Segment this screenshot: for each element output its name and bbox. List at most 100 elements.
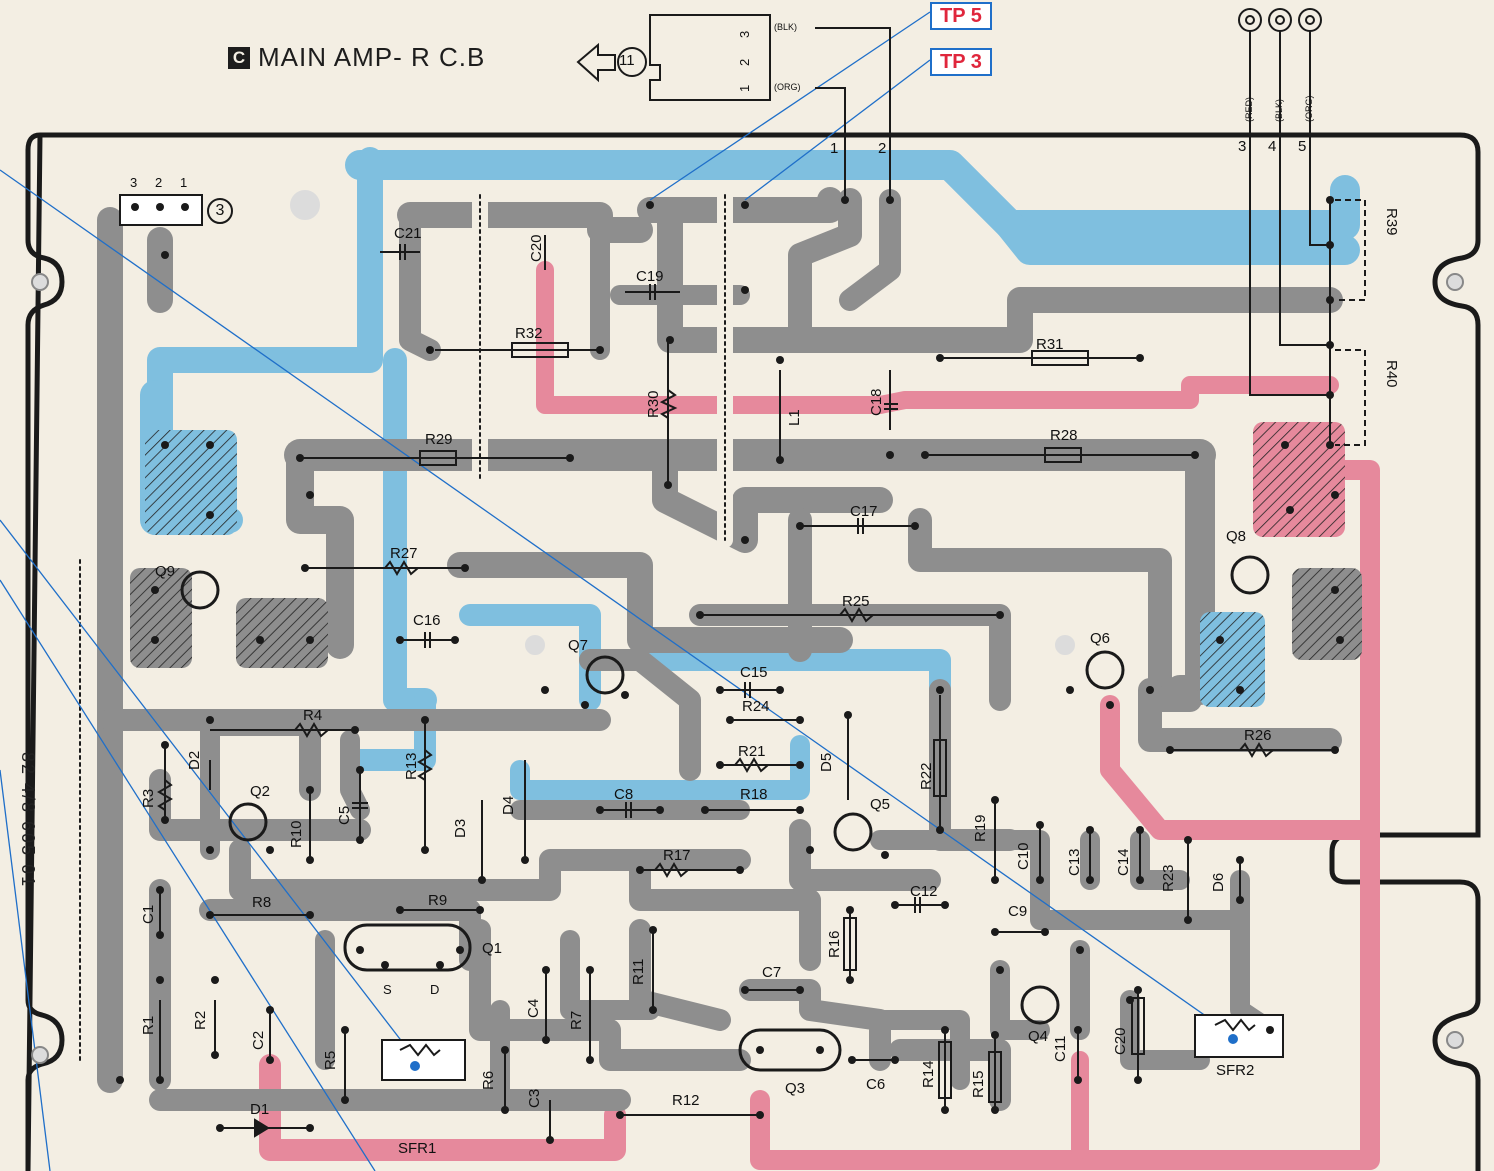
label-r12: R12 [672,1092,700,1109]
label-r16: R16 [826,930,843,958]
label-c12: C12 [910,883,938,900]
title-text: MAIN AMP- R C.B [258,42,486,72]
label-q9: Q9 [155,563,176,580]
title-badge: C [228,46,250,69]
board-title: C MAIN AMP- R C.B [228,42,485,73]
board-pin-5: 5 [1298,138,1307,155]
label-q3: Q3 [785,1080,806,1097]
label-r9: R9 [428,892,448,909]
wire-label-blk-top: (BLK) [774,22,798,32]
label-q7: Q7 [568,637,589,654]
conn3-pin-2: 2 [155,175,163,190]
label-r39: R39 [1383,208,1400,236]
label-d3: D3 [452,818,469,838]
label-r25: R25 [842,593,870,610]
label-r21: R21 [738,743,766,760]
label-r22: R22 [918,762,935,790]
blue-guide-lines [0,11,1241,1171]
label-c20-top: C20 [528,234,545,262]
label-r32: R32 [515,325,543,342]
label-r29: R29 [425,431,453,448]
label-d1: D1 [250,1101,270,1118]
label-d2: D2 [186,750,203,770]
right-lugs [1238,8,1366,446]
label-d4: D4 [500,795,517,815]
label-source: S [383,982,392,997]
plug-pin-1: 1 [737,84,752,92]
label-r7: R7 [568,1010,585,1030]
label-q6: Q6 [1090,630,1111,647]
label-r27: R27 [390,545,418,562]
label-q5: Q5 [870,796,891,813]
label-r10: R10 [288,820,305,848]
label-r23: R23 [1160,864,1177,892]
test-point-tp5: TP 5 [930,2,992,30]
label-l1: L1 [786,409,803,426]
label-sfr1: SFR1 [398,1140,437,1157]
label-r13: R13 [403,752,420,780]
label-r40: R40 [1383,360,1400,388]
label-r18: R18 [740,786,768,803]
plug-pin-2: 2 [737,58,752,66]
board-pin-4: 4 [1268,138,1277,155]
mounting-holes [290,190,1075,655]
label-c21: C21 [394,225,422,242]
label-r31: R31 [1036,336,1064,353]
connector-ref-label: 11 [619,52,635,69]
label-c16: C16 [413,612,441,629]
solder-pads [116,196,1344,1144]
wire-label-red: (RED) [1244,97,1254,122]
label-c8: C8 [614,786,634,803]
label-d6: D6 [1210,872,1227,892]
label-r19: R19 [972,814,989,842]
board-pin-1: 1 [830,140,839,157]
test-point-tp3: TP 3 [930,48,992,76]
label-c20-bottom: C20 [1112,1027,1129,1055]
label-r30: R30 [645,390,662,418]
label-c15: C15 [740,664,768,681]
components [31,190,1464,1140]
pad-blocks [119,194,1362,707]
label-r17: R17 [663,847,691,864]
wire-label-org-top: (ORG) [774,82,801,92]
conn3-pin-1: 1 [180,175,188,190]
hatched-jumpers [73,187,733,1067]
board-pin-3: 3 [1238,138,1247,155]
label-q2: Q2 [250,783,271,800]
label-r3: R3 [140,788,157,808]
label-c6: C6 [866,1076,886,1093]
label-c13: C13 [1066,848,1083,876]
top-plug [576,14,891,200]
label-q1: Q1 [482,940,503,957]
board-pin-2: 2 [878,140,887,157]
label-c9: C9 [1008,903,1028,920]
label-r11: R11 [630,958,647,985]
label-r6: R6 [480,1070,497,1090]
label-c7: C7 [762,964,782,981]
label-c18: C18 [868,388,885,416]
conn3-ref: 3 [207,198,233,224]
conn3-pin-3: 3 [130,175,138,190]
label-r5: R5 [322,1050,339,1070]
label-r1: R1 [140,1015,157,1035]
label-c19: C19 [636,268,664,285]
label-c3: C3 [526,1088,543,1108]
label-r15: R15 [970,1070,987,1098]
label-c14: C14 [1115,848,1132,876]
wire-label-org-right: (ORG) [1304,95,1314,123]
wire-label-blk-right: (BLK) [1274,98,1284,122]
label-c5: C5 [336,805,353,825]
serial-number: 82 4/8 605 01 [18,752,38,889]
label-c17: C17 [850,503,878,520]
label-q8: Q8 [1226,528,1247,545]
label-c11: C11 [1052,1035,1069,1062]
label-drain: D [430,982,440,997]
label-c1: C1 [140,904,157,924]
label-r14: R14 [920,1060,937,1088]
label-r26: R26 [1244,727,1272,744]
label-r28: R28 [1050,427,1078,444]
label-r8: R8 [252,894,272,911]
plug-pin-3: 3 [737,30,752,38]
label-d5: D5 [818,752,835,772]
